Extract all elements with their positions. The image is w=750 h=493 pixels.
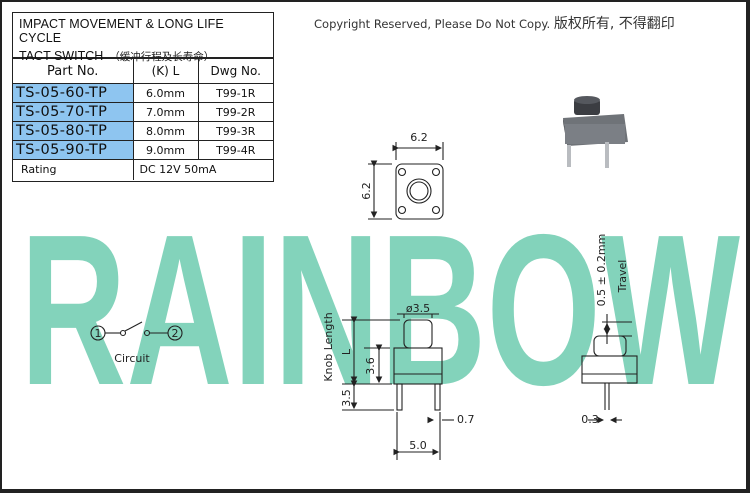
watermark-text: RAINBOW xyxy=(20,189,740,430)
top-view-drawing xyxy=(368,142,444,220)
part-number: TS-05-70-TP xyxy=(13,102,134,122)
dim-pin-width: 0.7 xyxy=(457,413,475,426)
circuit-node-1: 1 xyxy=(95,327,102,340)
spec-subtitle: TACT SWITCH xyxy=(19,49,104,63)
dim-pin-length: 3.5 xyxy=(340,389,353,407)
dim-travel-label: Travel xyxy=(616,260,629,294)
dim-lead-width: 0.3 xyxy=(581,413,599,426)
dim-knob-length-label: Knob Length xyxy=(322,312,335,381)
dim-width-top: 6.2 xyxy=(410,131,428,144)
dwg-number: T99-1R xyxy=(197,83,273,103)
table-row: TS-05-80-TP 8.0mm T99-3R xyxy=(13,121,273,141)
rating-label: Rating xyxy=(13,159,134,180)
copyright-cn: 版权所有, 不得翻印 xyxy=(553,16,675,32)
spec-subtitle-line: TACT SWITCH （缓冲行程及长寿命） xyxy=(19,49,267,64)
dim-travel-value: 0.5 ± 0.2mm xyxy=(595,234,608,307)
rating-row: Rating DC 12V 50mA xyxy=(13,159,273,180)
side-view-drawing xyxy=(581,314,638,424)
length-value: 7.0mm xyxy=(132,102,199,122)
part-number: TS-05-60-TP xyxy=(13,83,134,103)
circuit-label: Circuit xyxy=(114,352,150,365)
spec-title: IMPACT MOVEMENT & LONG LIFE CYCLE xyxy=(19,17,224,45)
length-value: 6.0mm xyxy=(132,83,199,103)
length-value: 9.0mm xyxy=(132,140,199,160)
spec-table: IMPACT MOVEMENT & LONG LIFE CYCLE TACT S… xyxy=(12,12,274,182)
dwg-number: T99-4R xyxy=(197,140,273,160)
rating-value: DC 12V 50mA xyxy=(132,159,273,180)
circuit-symbol xyxy=(90,321,183,341)
spec-header: IMPACT MOVEMENT & LONG LIFE CYCLE TACT S… xyxy=(13,13,273,63)
switch-photo xyxy=(563,96,628,168)
dim-height-side: 6.2 xyxy=(360,182,373,200)
copyright-notice: Copyright Reserved, Please Do Not Copy. … xyxy=(314,13,675,33)
table-row: TS-05-90-TP 9.0mm T99-4R xyxy=(13,140,273,160)
table-row: TS-05-60-TP 6.0mm T99-1R xyxy=(13,83,273,103)
dim-knob-l: L xyxy=(340,348,353,355)
spec-column-headers: Part No. (K) L Dwg No. xyxy=(13,58,273,84)
length-value: 8.0mm xyxy=(132,121,199,141)
dim-pitch: 5.0 xyxy=(409,439,427,452)
dwg-number: T99-2R xyxy=(197,102,273,122)
copyright-text: Copyright Reserved, Please Do Not Copy. xyxy=(314,17,551,31)
spec-grid: Part No. (K) L Dwg No. TS-05-60-TP 6.0mm… xyxy=(13,58,273,180)
part-number: TS-05-90-TP xyxy=(13,140,134,160)
spec-subtitle-cn: （缓冲行程及长寿命） xyxy=(109,51,215,63)
col-length: (K) L xyxy=(132,58,199,84)
dwg-number: T99-3R xyxy=(197,121,273,141)
front-view-drawing xyxy=(342,313,454,460)
col-part: Part No. xyxy=(13,58,134,84)
part-number: TS-05-80-TP xyxy=(13,121,134,141)
circuit-node-2: 2 xyxy=(172,327,179,340)
dim-knob-height: 3.6 xyxy=(364,357,377,375)
dim-knob-dia: ø3.5 xyxy=(406,302,430,315)
table-row: TS-05-70-TP 7.0mm T99-2R xyxy=(13,102,273,122)
